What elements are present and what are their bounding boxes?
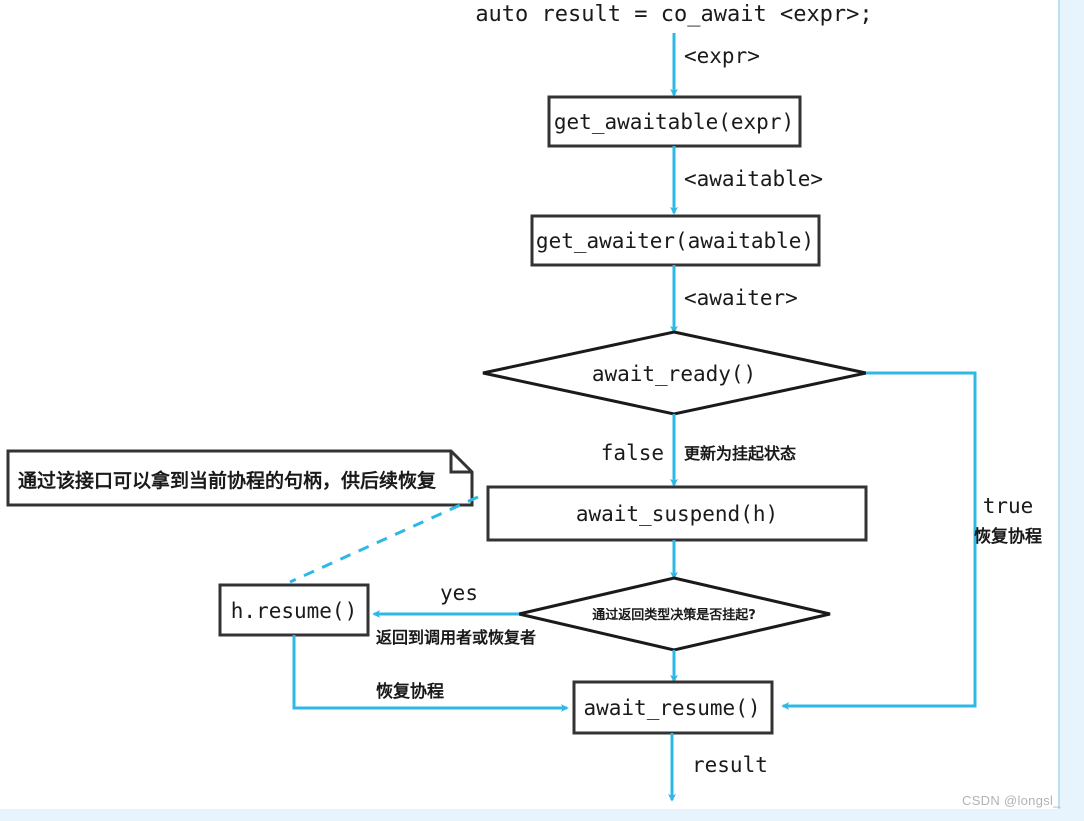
edge-h-resume-to-await-resume [292, 635, 569, 712]
node-await-ready-label: await_ready() [592, 362, 756, 386]
node-await-resume[interactable] [572, 680, 774, 735]
edge-await-ready-true [781, 371, 977, 710]
edge-label-yes: yes [440, 581, 478, 605]
edge-label-resume-coroutine-bottom: 恢复协程 [376, 681, 444, 702]
title-expression: auto result = co_await <expr>; [475, 2, 872, 27]
node-suspend-decision-label: 通过返回类型决策是否挂起? [592, 607, 756, 623]
edge-label-resume-coroutine-right: 恢复协程 [974, 526, 1042, 547]
edge-label-update-to-suspended: 更新为挂起状态 [684, 444, 796, 463]
edge-label-false: false [601, 441, 664, 465]
edge-label-awaiter: <awaiter> [684, 286, 798, 310]
right-edge-strip [1058, 0, 1084, 821]
edge-label-result: result [692, 753, 768, 777]
bottom-edge-strip [0, 809, 1084, 821]
edge-label-return-to-caller: 返回到调用者或恢复者 [376, 628, 536, 647]
watermark: CSDN @longsl_ [962, 793, 1061, 808]
node-get-awaiter-label: get_awaiter(awaitable) [536, 229, 814, 253]
node-await-resume-label: await_resume() [583, 696, 760, 720]
node-get-awaiter[interactable] [530, 214, 821, 267]
note-dashed-connector-upper [289, 495, 479, 584]
edge-label-true: true [983, 494, 1034, 518]
node-get-awaitable-label: get_awaitable(expr) [554, 110, 794, 134]
node-h-resume[interactable] [218, 583, 370, 637]
edge-label-awaitable: <awaitable> [684, 167, 823, 191]
note-callout-text: 通过该接口可以拿到当前协程的句柄，供后续恢复 [18, 469, 437, 492]
node-h-resume-label: h.resume() [231, 599, 357, 623]
note-callout-box [6, 449, 474, 507]
node-await-suspend-label: await_suspend(h) [576, 502, 778, 526]
note-fold-corner [449, 451, 472, 474]
node-await-suspend[interactable] [486, 485, 868, 542]
edge-label-expr: <expr> [684, 44, 760, 68]
